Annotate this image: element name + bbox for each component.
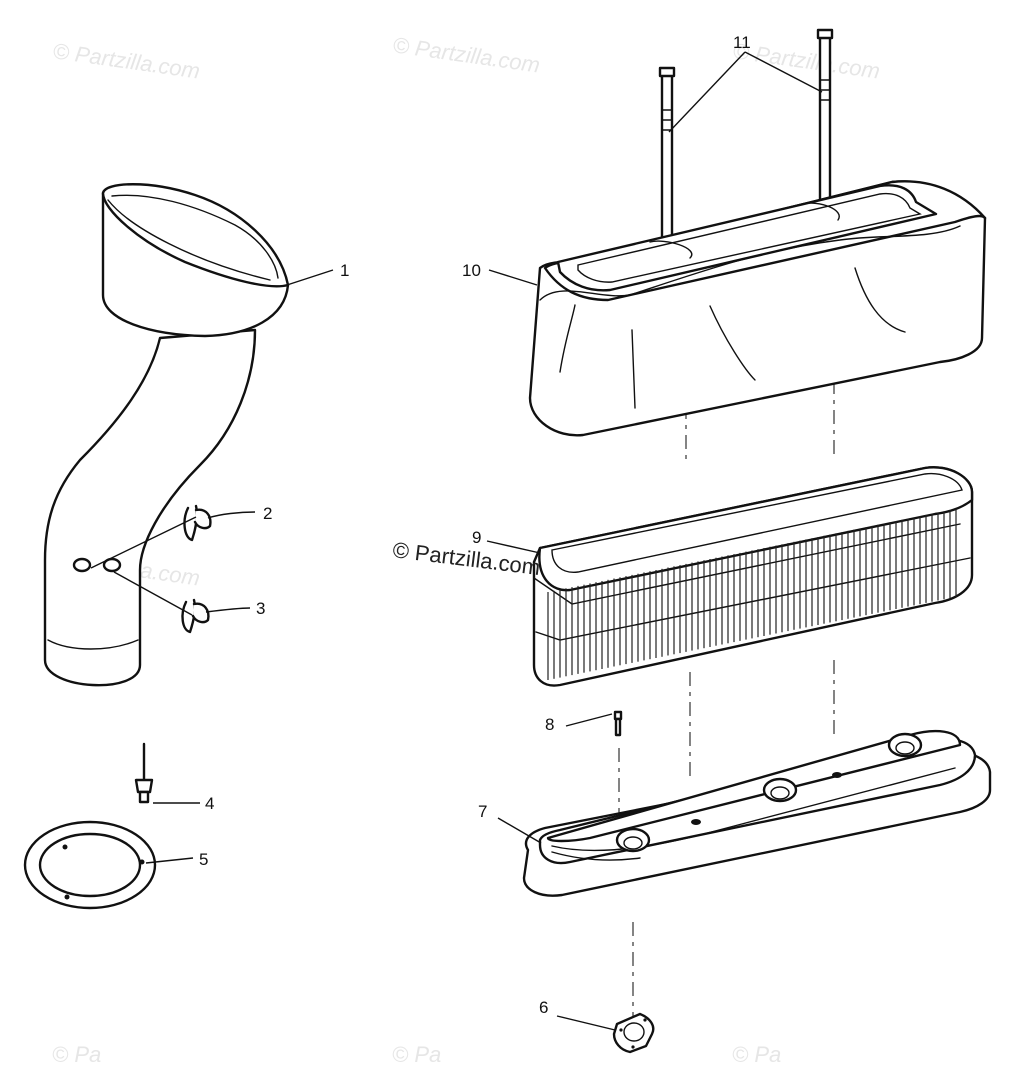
part-5-ring xyxy=(23,820,157,910)
callout-labels: 1 2 3 4 5 6 7 8 9 10 11 xyxy=(199,33,751,1017)
callout-5: 5 xyxy=(199,850,208,869)
callout-8: 8 xyxy=(545,715,554,734)
part-1-intake-duct xyxy=(43,183,290,687)
callout-leaders xyxy=(90,51,823,1031)
callout-2: 2 xyxy=(263,504,272,523)
callout-11: 11 xyxy=(733,33,751,52)
part-11-bolts xyxy=(658,28,834,260)
callout-10: 10 xyxy=(462,261,481,280)
part-3-clip xyxy=(181,598,210,634)
watermark-tile: © Partzilla.com xyxy=(731,38,881,83)
watermark-tile: © Partzilla.com xyxy=(391,32,541,77)
part-9-filter-element xyxy=(532,466,974,687)
watermark-center: © Partzilla.com xyxy=(391,537,541,580)
callout-9: 9 xyxy=(472,528,481,547)
part-6-flange xyxy=(612,1012,655,1054)
watermark-tile: © Partzilla.com xyxy=(51,38,201,83)
part-2-clip xyxy=(183,504,212,542)
watermark-tile-cut: © Pa xyxy=(732,1042,781,1066)
callout-4: 4 xyxy=(205,794,214,813)
filter-pleats xyxy=(547,508,957,680)
base-port-holes xyxy=(615,732,923,853)
watermark-tile-cut: © Pa xyxy=(392,1042,441,1066)
callout-3: 3 xyxy=(256,599,265,618)
callout-7: 7 xyxy=(478,802,487,821)
part-7-airbox-base xyxy=(522,729,992,897)
assembly-guide-lines xyxy=(618,380,835,1022)
part-10-airbox-cover xyxy=(528,180,987,437)
callout-6: 6 xyxy=(539,998,548,1017)
watermark-tile-cut: © Pa xyxy=(52,1042,101,1066)
duct-holes xyxy=(72,557,122,573)
callout-1: 1 xyxy=(340,261,349,280)
part-4-pin xyxy=(134,742,154,804)
part-8-screw xyxy=(613,710,623,737)
